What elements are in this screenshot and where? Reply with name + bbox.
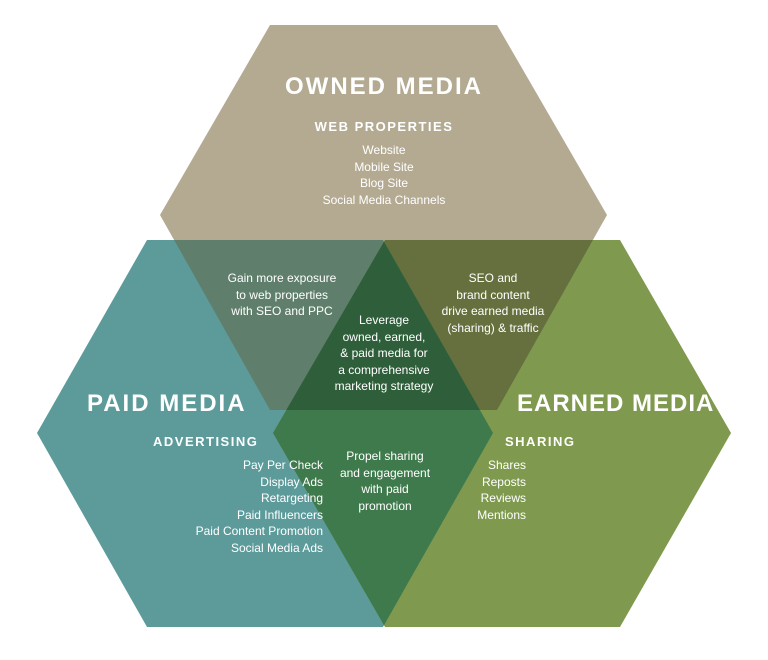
list-item: Paid Influencers: [236, 507, 323, 522]
note-line: a comprehensive: [338, 362, 430, 377]
note-line: Gain more exposure: [227, 271, 337, 285]
paid-media-subtitle: ADVERTISING: [153, 434, 259, 449]
list-item: Website: [362, 143, 406, 157]
list-item: Mentions: [477, 507, 526, 522]
list-item: Blog Site: [359, 176, 409, 190]
paid-media-items: Pay Per Check Display Ads Retargeting Pa…: [150, 457, 323, 556]
list-item: Mobile Site: [354, 159, 414, 174]
earned-media-title: EARNED MEDIA: [517, 390, 715, 417]
note-line: drive earned media: [441, 304, 545, 318]
note-line: and engagement: [339, 465, 431, 480]
owned-paid-note: Gain more exposure to web properties wit…: [212, 270, 352, 320]
list-item: Paid Content Promotion: [195, 524, 323, 538]
paid-media-title: PAID MEDIA: [87, 390, 247, 417]
list-item: Social Media Ads: [230, 540, 323, 555]
owned-media-title: OWNED MEDIA: [285, 73, 483, 100]
note-line: & paid media for: [340, 346, 428, 360]
owned-media-subtitle: WEB PROPERTIES: [314, 119, 454, 134]
center-note: Leverage owned, earned, & paid media for…: [319, 312, 449, 395]
list-item: Social Media Channels: [322, 192, 446, 207]
earned-media-subtitle: SHARING: [505, 434, 576, 449]
list-item: Reposts: [481, 474, 526, 489]
paid-earned-note: Propel sharing and engagement with paid …: [320, 448, 450, 514]
note-line: with paid: [361, 482, 409, 496]
owned-earned-note: SEO and brand content drive earned media…: [418, 270, 568, 336]
note-line: marketing strategy: [334, 379, 434, 393]
note-line: with SEO and PPC: [231, 304, 333, 318]
note-line: owned, earned,: [342, 329, 426, 344]
note-line: promotion: [358, 498, 412, 513]
owned-media-items: Website Mobile Site Blog Site Social Med…: [284, 142, 484, 208]
note-line: brand content: [456, 287, 530, 302]
note-line: Leverage: [358, 313, 410, 327]
center-overlap: [273, 240, 493, 410]
earned-media-items: Shares Reposts Reviews Mentions: [440, 457, 526, 523]
list-item: Pay Per Check: [242, 458, 323, 472]
note-line: (sharing) & traffic: [447, 320, 539, 335]
list-item: Shares: [487, 458, 526, 472]
list-item: Display Ads: [260, 474, 323, 489]
list-item: Retargeting: [260, 491, 323, 505]
note-line: Propel sharing: [346, 449, 424, 463]
note-line: to web properties: [235, 287, 329, 302]
note-line: SEO and: [468, 271, 518, 285]
list-item: Reviews: [480, 491, 526, 505]
